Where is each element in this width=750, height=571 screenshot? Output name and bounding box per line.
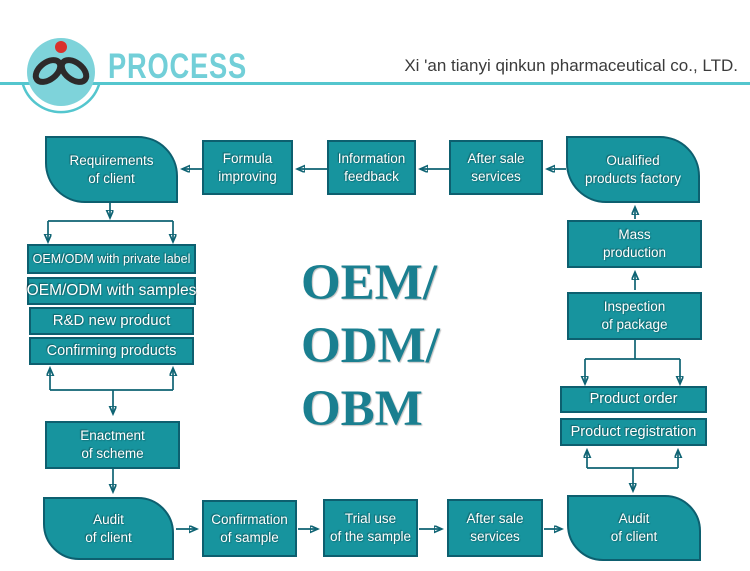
flow-box-rd-new-product: R&D new product — [29, 307, 194, 335]
flow-box-after-sale-services-top: After sale services — [449, 140, 543, 195]
flow-box-enactment-of-scheme: Enactment of scheme — [45, 421, 180, 469]
flow-box-oem-odm-samples: OEM/ODM with samples — [27, 277, 196, 305]
logo-left-leaf-icon — [32, 57, 64, 85]
flow-box-mass-production: Mass production — [567, 220, 702, 268]
header-divider-line — [0, 82, 750, 85]
flow-box-confirming-products: Confirming products — [29, 337, 194, 365]
flow-box-product-registration: Product registration — [560, 418, 707, 446]
center-title-line2: ODM/ — [301, 318, 440, 374]
flow-box-audit-of-client-right: Audit of client — [567, 495, 701, 561]
flow-box-after-sale-services-bottom: After sale services — [447, 499, 543, 557]
flow-box-product-order: Product order — [560, 386, 707, 413]
logo-arc — [21, 82, 101, 114]
center-title-line1: OEM/ — [301, 255, 437, 311]
flow-box-audit-of-client-left: Audit of client — [43, 497, 174, 560]
flow-box-formula-improving: Formula improving — [202, 140, 293, 195]
flow-box-qualified-products-factory: Oualified products factory — [566, 136, 700, 203]
flow-box-confirmation-of-sample: Confirmation of sample — [202, 500, 297, 557]
company-logo — [21, 38, 101, 114]
flow-box-inspection-of-package: Inspection of package — [567, 292, 702, 340]
flow-box-oem-odm-private-label: OEM/ODM with private label — [27, 244, 196, 274]
logo-right-leaf-icon — [58, 57, 90, 85]
company-name: Xi 'an tianyi qinkun pharmaceutical co.,… — [404, 56, 738, 75]
flow-box-trial-use-of-sample: Trial use of the sample — [323, 499, 418, 557]
center-title-line3: OBM — [301, 381, 423, 437]
logo-red-dot-icon — [55, 41, 67, 53]
flow-box-information-feedback: Information feedback — [327, 140, 416, 195]
page-title: PROCESS — [108, 47, 247, 86]
flow-box-requirements-of-client: Requirements of client — [45, 136, 178, 203]
center-title: OEM/ ODM/ OBM — [301, 252, 440, 441]
